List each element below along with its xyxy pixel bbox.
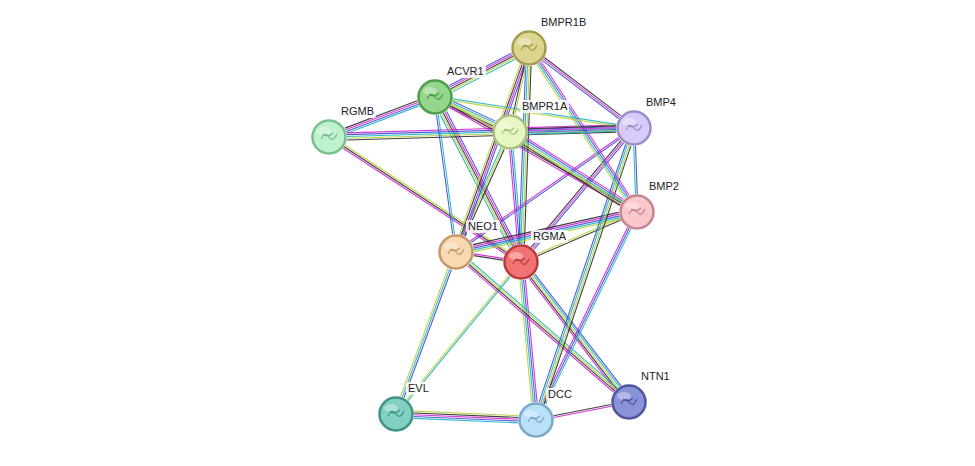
node-label: NEO1 <box>466 220 500 233</box>
edge-strand <box>528 131 616 134</box>
edge-strand <box>526 140 623 201</box>
node-label: RGMB <box>339 105 376 118</box>
edge-strand <box>522 280 534 402</box>
node-label: BMP2 <box>647 180 681 193</box>
node-label: NTN1 <box>639 370 672 383</box>
protein-node: BMP4 <box>616 110 652 146</box>
node-circle <box>503 244 539 280</box>
edge-strand <box>463 148 502 235</box>
edge-strand <box>527 139 624 200</box>
edge-strand <box>347 130 616 138</box>
node-circle <box>378 396 414 432</box>
edge-strand <box>523 145 620 206</box>
node-circle <box>611 384 647 420</box>
interaction-edge <box>519 66 531 244</box>
node-circle <box>417 79 453 115</box>
edge-strand <box>453 99 616 124</box>
interaction-edge <box>462 148 505 237</box>
edge-strand <box>636 146 638 194</box>
edge-strand <box>401 268 448 396</box>
edge-strand <box>468 266 614 392</box>
interaction-edge <box>347 125 616 140</box>
protein-node: EVL <box>378 396 414 432</box>
protein-node: BMP2 <box>619 194 655 230</box>
edge-strand <box>347 129 616 137</box>
interaction-edge <box>343 145 507 253</box>
edge-strand <box>544 228 629 404</box>
protein-node: NTN1 <box>611 384 647 420</box>
edge-strand <box>525 142 622 203</box>
edge-strand <box>465 149 504 236</box>
edge-strand <box>437 115 453 234</box>
node-label: ACVR1 <box>445 65 486 78</box>
interaction-edge <box>634 146 638 194</box>
node-label: DCC <box>546 388 574 401</box>
edge-strand <box>513 150 521 244</box>
interaction-edge <box>523 139 623 206</box>
node-circle <box>311 119 347 155</box>
node-circle <box>438 234 474 270</box>
node-label: BMP4 <box>644 96 678 109</box>
edge-strand <box>462 148 501 235</box>
edge-strand <box>344 147 506 252</box>
interaction-edge <box>542 227 631 404</box>
node-label: RGMA <box>531 230 568 243</box>
edge-strand <box>512 150 520 244</box>
protein-node: BMPR1B <box>511 30 547 66</box>
edge-strand <box>524 66 531 244</box>
interaction-edge <box>437 115 455 235</box>
interaction-edge <box>401 268 452 397</box>
edge-strand <box>634 146 636 194</box>
interaction-edge <box>520 280 537 403</box>
edge-strand <box>414 418 518 422</box>
interaction-edge <box>450 101 495 127</box>
protein-node: DCC <box>518 402 554 438</box>
node-label: BMPR1A <box>520 100 569 113</box>
edge-strand <box>402 269 449 397</box>
edge-strand <box>554 406 612 417</box>
interaction-edge <box>460 64 526 236</box>
node-label: BMPR1B <box>539 16 588 29</box>
edge-strand <box>453 101 616 126</box>
interaction-edge <box>554 405 612 418</box>
edge-strand <box>524 143 621 204</box>
edge-strand <box>438 115 454 234</box>
edge-strand <box>531 277 617 388</box>
edge-strand <box>343 148 505 253</box>
node-circle <box>619 194 655 230</box>
edge-strand <box>470 263 616 389</box>
interaction-edge <box>453 99 617 126</box>
edge-strand <box>542 227 627 403</box>
edge-strand <box>471 262 617 388</box>
edge-strand <box>520 280 532 402</box>
protein-node: NEO1 <box>438 234 474 270</box>
edge-strand <box>451 106 622 203</box>
interaction-edge <box>414 411 518 423</box>
protein-node: ACVR1 <box>417 79 453 115</box>
edge-strand <box>347 132 616 140</box>
node-circle <box>518 402 554 438</box>
edge-strand <box>461 65 522 235</box>
interaction-edge <box>529 274 621 390</box>
edge-strand <box>474 254 503 259</box>
edge-strand <box>529 278 615 389</box>
edge-strand <box>510 150 518 244</box>
edge-strand <box>554 405 612 416</box>
edge-strand <box>404 270 451 398</box>
edge-strand <box>450 107 621 204</box>
node-circle <box>616 110 652 146</box>
edge-strand <box>469 264 615 390</box>
node-circle <box>511 30 547 66</box>
protein-node: RGMB <box>311 119 347 155</box>
node-circle <box>492 114 528 150</box>
interaction-edge <box>474 254 504 260</box>
protein-node: RGMA <box>503 244 539 280</box>
protein-node: BMPR1A <box>492 114 528 150</box>
interaction-edge <box>528 126 616 134</box>
interaction-edge <box>468 262 617 392</box>
node-label: EVL <box>406 382 431 395</box>
interaction-edge <box>450 104 622 204</box>
